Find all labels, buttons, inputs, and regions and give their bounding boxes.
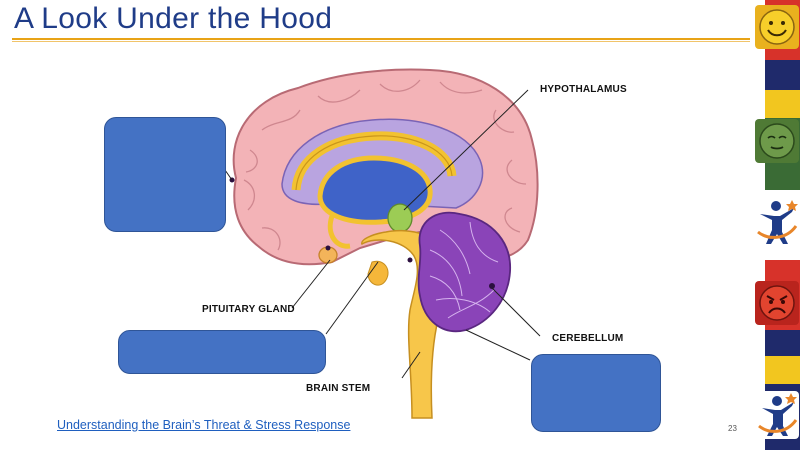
label-box-pituitary bbox=[118, 330, 326, 374]
band-navy bbox=[765, 60, 800, 90]
slide-title: A Look Under the Hood bbox=[14, 2, 333, 35]
angry-face-icon bbox=[755, 281, 799, 325]
label-box-cerebrum bbox=[104, 117, 226, 232]
person-logo-icon bbox=[757, 200, 798, 244]
band-white bbox=[765, 190, 800, 260]
calm-face-icon bbox=[755, 119, 799, 163]
title-underline-light bbox=[12, 41, 750, 42]
band-yellow bbox=[765, 90, 800, 118]
person-logo-icon bbox=[755, 391, 799, 439]
label-brain-stem: BRAIN STEM bbox=[306, 383, 371, 394]
page-number: 23 bbox=[728, 424, 737, 433]
cerebellum bbox=[417, 211, 511, 333]
label-cerebellum: CEREBELLUM bbox=[552, 333, 624, 344]
label-hypothalamus: HYPOTHALAMUS bbox=[540, 84, 627, 95]
hypothalamus bbox=[387, 203, 413, 233]
band-yellow-2 bbox=[765, 356, 800, 384]
label-box-cerebellum bbox=[531, 354, 661, 432]
thalamus bbox=[317, 155, 433, 225]
band-navy-2 bbox=[765, 330, 800, 356]
brain-diagram bbox=[224, 68, 541, 419]
leader-lines bbox=[224, 89, 541, 379]
label-pituitary-gland: PITUITARY GLAND bbox=[202, 304, 295, 315]
title-underline bbox=[12, 38, 750, 40]
happy-face-icon bbox=[755, 5, 799, 49]
cerebellum-folds bbox=[429, 221, 499, 319]
brain-threat-stress-link[interactable]: Understanding the Brain’s Threat & Stres… bbox=[57, 418, 351, 432]
gyri-lines bbox=[243, 79, 527, 251]
